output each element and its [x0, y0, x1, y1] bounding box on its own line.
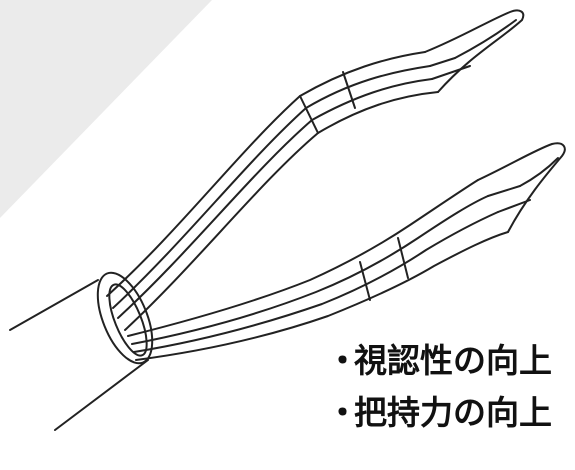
feature-list: ・視認性の向上 ・把持力の向上	[326, 335, 552, 439]
feature-item-grip: ・把持力の向上	[326, 387, 552, 439]
bullet: ・	[326, 341, 359, 380]
bullet: ・	[326, 393, 359, 432]
feature-text: 把持力の向上	[354, 393, 552, 432]
feature-text: 視認性の向上	[354, 341, 552, 380]
feature-item-visibility: ・視認性の向上	[326, 335, 552, 387]
